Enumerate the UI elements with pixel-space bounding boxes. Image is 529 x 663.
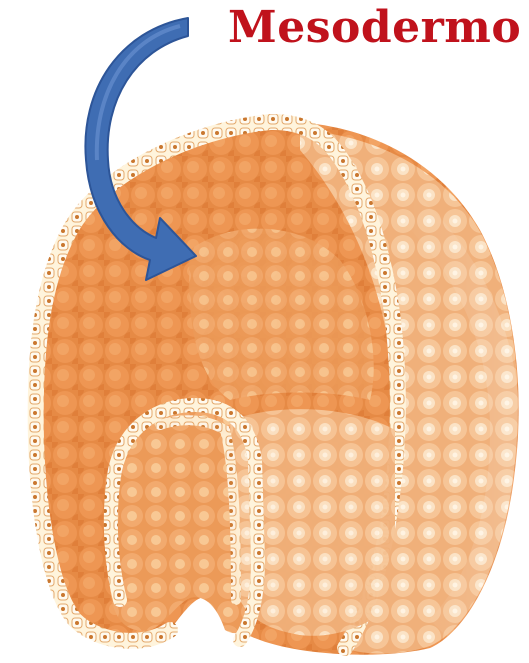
mesoderm-label: Mesodermo — [228, 4, 521, 52]
